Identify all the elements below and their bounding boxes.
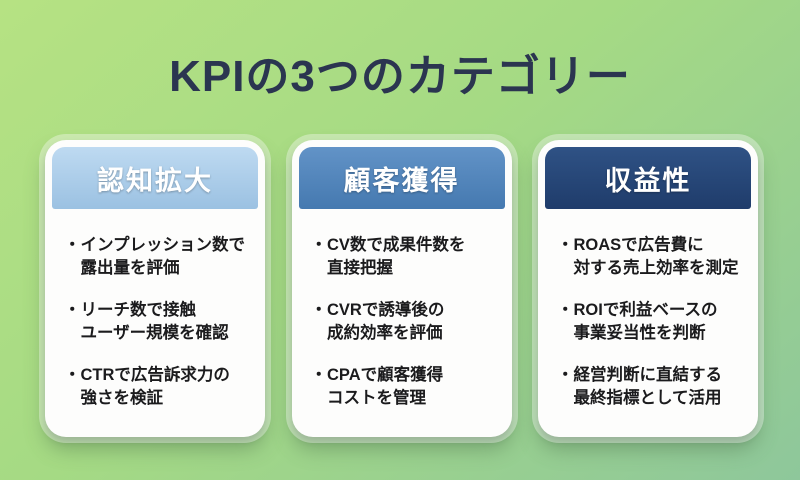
- list-item-text: CV数で成果件数を 直接把握: [327, 236, 466, 277]
- card-body-2: ・ CV数で成果件数を 直接把握 ・ CVRで誘導後の 成約効率を評価 ・ CP…: [299, 209, 505, 410]
- card-header-3: 収益性: [545, 147, 751, 209]
- list-item: ・ インプレッション数で 露出量を評価: [64, 234, 254, 280]
- list-item-text: CTRで広告訴求力の 強さを検証: [80, 366, 230, 407]
- bullet-icon: ・: [64, 236, 81, 254]
- bullet-icon: ・: [557, 236, 574, 254]
- list-item: ・ リーチ数で接触 ユーザー規模を確認: [64, 299, 254, 345]
- page-title: KPIの3つのカテゴリー: [169, 52, 631, 101]
- list-item: ・ CVRで誘導後の 成約効率を評価: [311, 299, 501, 345]
- list-item: ・ CTRで広告訴求力の 強さを検証: [64, 364, 254, 410]
- card-header-2-label: 顧客獲得: [343, 165, 460, 196]
- card-header-1-label: 認知拡大: [97, 165, 213, 196]
- bullet-icon: ・: [64, 366, 81, 384]
- list-item: ・ 経営判断に直結する 最終指標として活用: [557, 364, 747, 410]
- card-body-3: ・ ROASで広告費に 対する売上効率を測定 ・ ROIで利益ベースの 事業妥当…: [545, 209, 751, 410]
- bullet-icon: ・: [557, 301, 574, 319]
- list-item-text: CVRで誘導後の 成約効率を評価: [327, 301, 445, 342]
- card-header-1: 認知拡大: [52, 147, 258, 209]
- list-item: ・ ROIで利益ベースの 事業妥当性を判断: [557, 299, 747, 345]
- list-item-text: ROIで利益ベースの 事業妥当性を判断: [573, 301, 718, 342]
- bullet-icon: ・: [310, 236, 328, 254]
- list-item-text: リーチ数で接触 ユーザー規模を確認: [80, 301, 229, 342]
- card-awareness: 認知拡大 ・ インプレッション数で 露出量を評価 ・ リーチ数で接触 ユーザー規…: [45, 140, 265, 437]
- card-header-3-label: 収益性: [604, 165, 692, 196]
- bullet-icon: ・: [64, 301, 81, 319]
- card-body-1: ・ インプレッション数で 露出量を評価 ・ リーチ数で接触 ユーザー規模を確認 …: [52, 209, 258, 410]
- card-acquisition: 顧客獲得 ・ CV数で成果件数を 直接把握 ・ CVRで誘導後の 成約効率を評価…: [291, 140, 512, 437]
- list-item-text: ROASで広告費に 対する売上効率を測定: [573, 236, 739, 277]
- card-profitability: 収益性 ・ ROASで広告費に 対する売上効率を測定 ・ ROIで利益ベースの …: [538, 140, 758, 437]
- list-item: ・ ROASで広告費に 対する売上効率を測定: [557, 234, 747, 280]
- list-item-text: CPAで顧客獲得 コストを管理: [327, 366, 444, 407]
- kpi-cards-row: 認知拡大 ・ インプレッション数で 露出量を評価 ・ リーチ数で接触 ユーザー規…: [45, 140, 758, 437]
- list-item: ・ CPAで顧客獲得 コストを管理: [311, 364, 501, 410]
- list-item-text: 経営判断に直結する 最終指標として活用: [573, 366, 723, 407]
- bullet-icon: ・: [310, 301, 328, 319]
- list-item: ・ CV数で成果件数を 直接把握: [311, 234, 501, 280]
- list-item-text: インプレッション数で 露出量を評価: [80, 236, 246, 277]
- bullet-icon: ・: [310, 366, 328, 384]
- card-header-2: 顧客獲得: [298, 147, 505, 209]
- bullet-icon: ・: [557, 366, 574, 384]
